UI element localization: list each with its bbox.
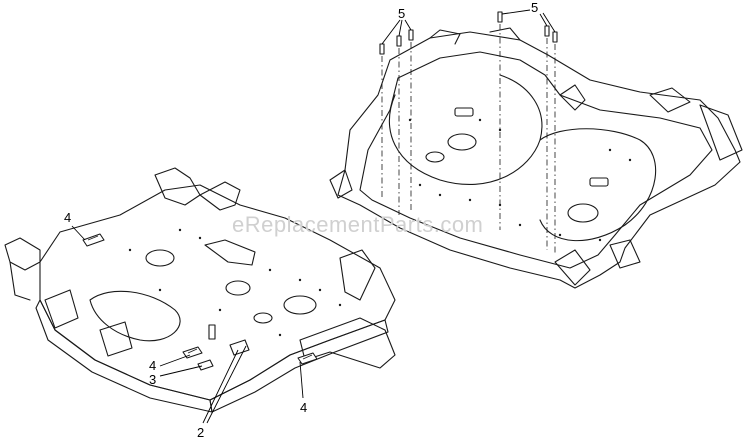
decal-item-3 — [197, 359, 214, 371]
decals-item-4 — [82, 233, 318, 365]
right-deck-plate — [337, 31, 741, 289]
right-deck-baffle-right — [539, 128, 657, 242]
right-spindle-hole-2 — [567, 203, 599, 223]
left-side-box-2 — [99, 321, 133, 357]
callout-3: 3 — [149, 372, 156, 387]
right-deck-baffle-left — [388, 74, 543, 185]
callout-5-left: 5 — [398, 6, 405, 21]
watermark: eReplacementParts.com — [232, 212, 483, 237]
left-baffle — [89, 290, 181, 342]
right-bracket-4 — [429, 29, 461, 45]
left-spindle-hole-2 — [225, 280, 251, 296]
right-bracket-6 — [329, 169, 353, 199]
right-slot-2 — [589, 177, 609, 187]
left-post — [208, 324, 216, 340]
left-deck-skirt-right — [209, 319, 389, 413]
callout-4-top: 4 — [64, 210, 71, 225]
callout-2: 2 — [197, 425, 204, 440]
right-deck — [329, 11, 743, 289]
left-spindle-hole-1 — [145, 249, 175, 267]
callout-4-bottom-left: 4 — [149, 358, 156, 373]
right-bracket-8 — [609, 239, 641, 269]
left-spindle-hole-3 — [283, 295, 317, 315]
right-bracket-7 — [554, 249, 591, 286]
right-spindle-hole-3 — [425, 151, 445, 163]
right-bracket-1 — [559, 84, 586, 111]
right-slot-1 — [454, 107, 474, 117]
right-bracket-5 — [489, 27, 521, 41]
callout-4-bottom-right: 4 — [300, 400, 307, 415]
left-side-box-1 — [44, 289, 79, 329]
left-right-bracket — [339, 249, 376, 301]
left-fastener-holes — [128, 228, 342, 337]
left-rear-bracket-2 — [199, 181, 241, 211]
right-bracket-3 — [699, 104, 743, 161]
left-deck — [4, 167, 396, 413]
decal-item-2 — [229, 339, 250, 356]
right-bracket-2 — [649, 87, 691, 113]
right-deck-rim — [359, 51, 713, 269]
left-hanger-arm — [9, 261, 31, 301]
left-cross-channel — [204, 239, 256, 266]
left-spindle-hole-4 — [253, 312, 273, 324]
leader-lines — [71, 9, 556, 424]
callout-5-right: 5 — [531, 0, 538, 15]
right-spindle-hole-1 — [447, 133, 477, 151]
